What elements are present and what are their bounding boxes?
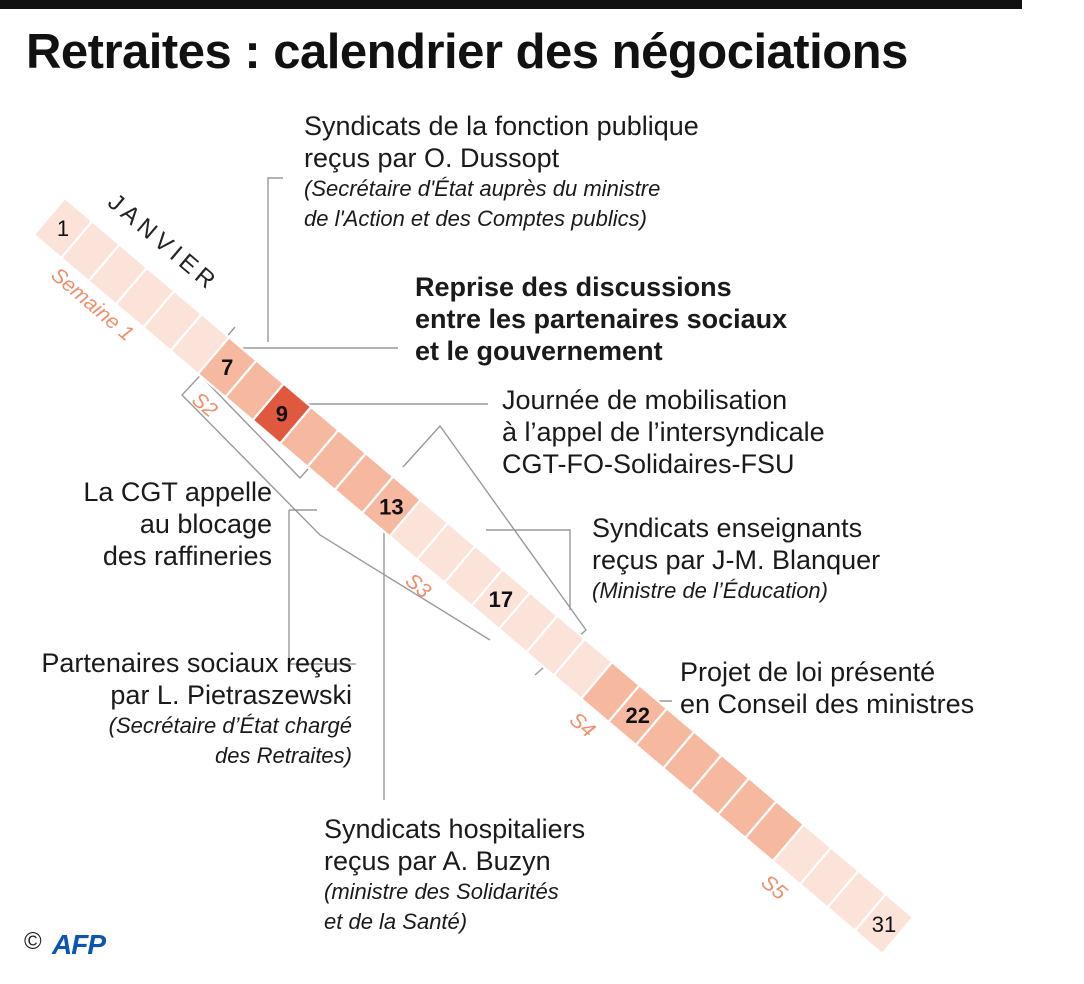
annotation-line: reçus par J-M. Blanquer	[592, 545, 881, 575]
annotation-line: Journée de mobilisation	[502, 385, 788, 415]
annotation-line: Syndicats enseignants	[592, 513, 863, 543]
annotation-note: (Secrétaire d'État auprès du ministre	[304, 176, 661, 201]
connector-line	[267, 177, 283, 342]
day-number: 31	[872, 912, 896, 937]
annotation-line: Projet de loi présenté	[680, 657, 936, 687]
annotation-note: (Ministre de l’Éducation)	[592, 578, 828, 603]
annotation-line: Syndicats hospitaliers	[324, 814, 586, 844]
annotation-note: de l'Action et des Comptes publics)	[304, 206, 647, 231]
annotation-line: entre les partenaires sociaux	[415, 304, 788, 334]
annotation-line: reçus par A. Buzyn	[324, 846, 551, 876]
annotation-pietraszewski: Partenaires sociaux reçus par L. Pietras…	[14, 647, 352, 771]
annotation-reprise: Reprise des discussions entre les parten…	[415, 271, 787, 367]
annotation-note: et de la Santé)	[324, 909, 468, 934]
annotation-projet: Projet de loi présenté en Conseil des mi…	[680, 656, 974, 720]
afp-logo: AFP	[52, 929, 106, 960]
day-number: 1	[57, 216, 69, 241]
day-number: 9	[276, 402, 288, 427]
annotation-hospitaliers: Syndicats hospitaliers reçus par A. Buzy…	[324, 813, 585, 937]
annotation-dussopt: Syndicats de la fonction publique reçus …	[304, 110, 699, 234]
annotation-mobilisation: Journée de mobilisation à l’appel de l’i…	[502, 384, 825, 480]
week-label: S3	[401, 569, 436, 603]
day-number: 7	[221, 355, 233, 380]
annotation-line: et le gouvernement	[415, 336, 663, 366]
annotation-line: par L. Pietraszewski	[110, 680, 352, 710]
annotation-line: en Conseil des ministres	[680, 689, 975, 719]
annotation-line: à l’appel de l’intersyndicale	[502, 417, 825, 447]
day-number: 22	[625, 703, 649, 728]
annotation-enseignants: Syndicats enseignants reçus par J-M. Bla…	[592, 512, 880, 606]
top-rule	[0, 0, 1022, 9]
annotation-note: (Secrétaire d’État chargé	[108, 713, 352, 738]
connector-line	[181, 364, 491, 641]
week-label: S5	[757, 870, 792, 904]
day-number: 17	[489, 587, 513, 612]
day-cell	[853, 892, 915, 956]
annotation-line: Partenaires sociaux reçus	[41, 648, 352, 678]
annotation-line: Syndicats de la fonction publique	[304, 111, 699, 141]
annotation-note: des Retraites)	[215, 743, 352, 768]
annotation-cgt: La CGT appelle au blocage des raffinerie…	[70, 476, 272, 572]
day-number: 13	[379, 494, 403, 519]
annotation-line: Reprise des discussions	[415, 272, 732, 302]
annotation-line: CGT-FO-Solidaires-FSU	[502, 449, 795, 479]
week-label: S4	[565, 708, 599, 742]
annotation-line: au blocage	[139, 509, 272, 539]
annotation-note: (ministre des Solidarités	[324, 879, 559, 904]
annotation-line: reçus par O. Dussopt	[304, 143, 560, 173]
copyright-symbol: ©	[24, 928, 42, 955]
annotation-line: des raffineries	[102, 541, 272, 571]
annotation-line: La CGT appelle	[83, 477, 272, 507]
page-title: Retraites : calendrier des négociations	[26, 25, 908, 79]
connector-line	[288, 510, 356, 665]
